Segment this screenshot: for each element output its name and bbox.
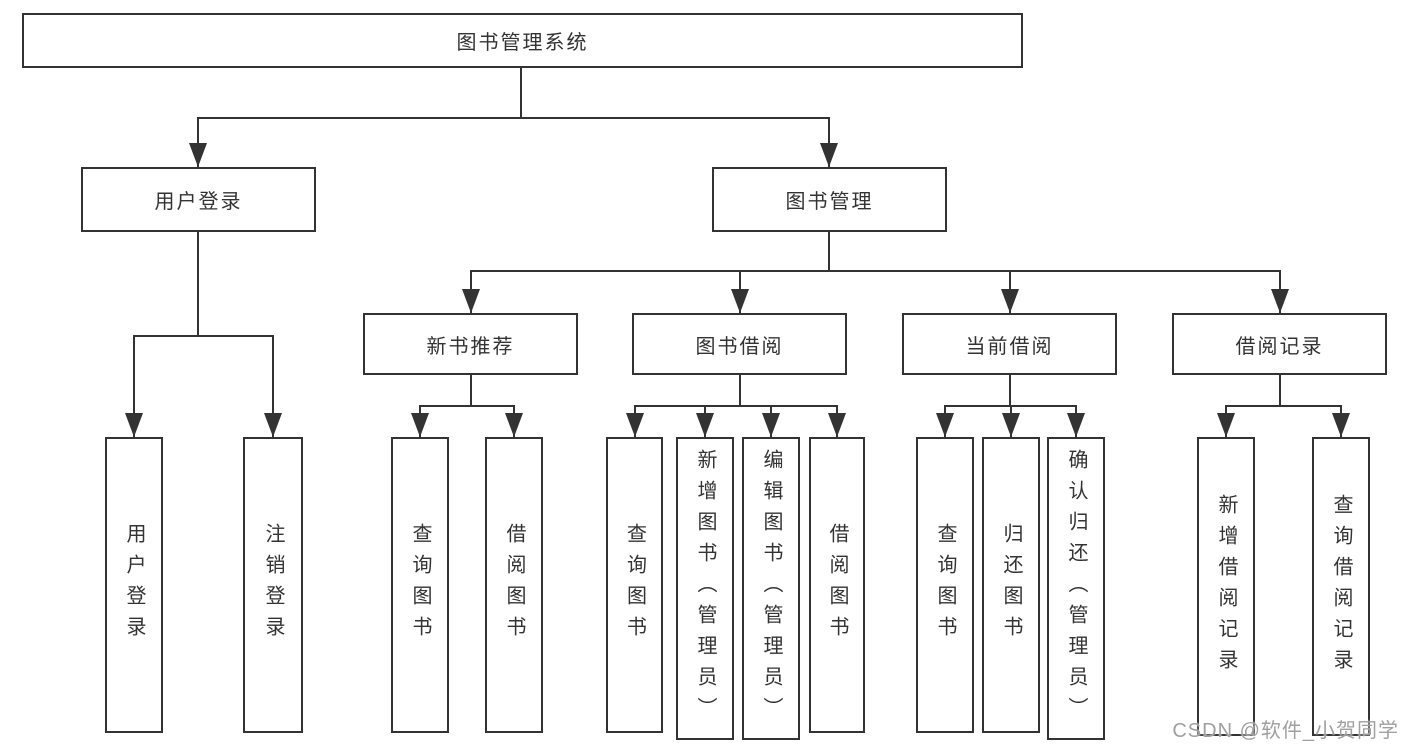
leaf-query-book-current: 查询图书 [916, 437, 974, 733]
leaf-add-borrow-record: 新增借阅记录 [1197, 437, 1255, 736]
arrow-down-icon [125, 413, 143, 437]
arrow-down-icon [1001, 289, 1019, 313]
leaf-return-book-label: 归还图书 [1000, 523, 1022, 647]
connector-recommend-stem [470, 375, 472, 407]
node-borrow-records: 借阅记录 [1172, 313, 1387, 375]
leaf-confirm-return-admin-label: 确认归还（管理员） [1065, 449, 1087, 728]
node-root: 图书管理系统 [22, 13, 1023, 68]
arrow-down-icon [626, 413, 644, 437]
arrow-down-icon [1217, 413, 1235, 437]
node-new-book-recommend-label: 新书推荐 [426, 335, 515, 358]
node-book-borrow: 图书借阅 [632, 313, 847, 375]
node-book-borrow-label: 图书借阅 [695, 335, 784, 358]
leaf-borrow-book-recommend-label: 借阅图书 [503, 523, 525, 647]
connector-records-rail [1225, 405, 1341, 407]
connector-current-stem [1009, 375, 1011, 407]
leaf-query-book-recommend-label: 查询图书 [409, 523, 431, 647]
leaf-borrow-book-recommend: 借阅图书 [485, 437, 543, 733]
arrow-down-icon [820, 143, 838, 167]
connector-borrow-rail [634, 405, 837, 407]
leaf-borrow-book-label: 借阅图书 [826, 523, 848, 647]
arrow-down-icon [828, 413, 846, 437]
node-user-login-label: 用户登录 [154, 191, 243, 213]
arrow-down-icon [1271, 289, 1289, 313]
arrow-down-icon [1067, 413, 1085, 437]
connector-level1-rail [197, 117, 830, 119]
node-book-management-label: 图书管理 [785, 191, 874, 213]
connector-stem [133, 335, 135, 437]
leaf-add-book-admin-label: 新增图书（管理员） [694, 449, 716, 728]
arrow-down-icon [1332, 413, 1350, 437]
leaf-add-book-admin: 新增图书（管理员） [676, 437, 734, 740]
watermark: CSDN @软件_小贺同学 [1172, 720, 1399, 742]
leaf-query-book-borrow-label: 查询图书 [623, 523, 646, 647]
leaf-query-book-current-label: 查询图书 [934, 523, 956, 647]
leaf-logout: 注销登录 [243, 437, 303, 733]
arrow-down-icon [505, 413, 523, 437]
arrow-down-icon [411, 413, 429, 437]
node-current-borrow-label: 当前借阅 [965, 335, 1054, 358]
node-current-borrow: 当前借阅 [902, 313, 1117, 375]
node-borrow-records-label: 借阅记录 [1235, 335, 1324, 358]
arrow-down-icon [936, 413, 954, 437]
leaf-edit-book-admin-label: 编辑图书（管理员） [760, 449, 782, 728]
connector-root-stem [520, 68, 522, 118]
arrow-down-icon [462, 289, 480, 313]
leaf-query-borrow-record-label: 查询借阅记录 [1330, 493, 1352, 680]
leaf-borrow-book: 借阅图书 [809, 437, 865, 733]
node-root-label: 图书管理系统 [456, 32, 589, 54]
connector-stem [272, 335, 274, 437]
leaf-query-book-recommend: 查询图书 [391, 437, 449, 733]
leaf-edit-book-admin: 编辑图书（管理员） [742, 437, 800, 740]
connector-level2-rail [470, 270, 1281, 272]
connector-recommend-rail [419, 405, 515, 407]
arrow-down-icon [1002, 413, 1020, 437]
connector-login-rail [133, 335, 274, 337]
leaf-user-login: 用户登录 [105, 437, 163, 733]
leaf-logout-label: 注销登录 [262, 523, 284, 647]
connector-borrow-stem [739, 375, 741, 407]
leaf-query-borrow-record: 查询借阅记录 [1312, 437, 1370, 736]
connector-stem [197, 117, 199, 167]
arrow-down-icon [731, 289, 749, 313]
arrow-down-icon [762, 413, 780, 437]
leaf-add-borrow-record-label: 新增借阅记录 [1215, 493, 1237, 680]
leaf-confirm-return-admin: 确认归还（管理员） [1047, 437, 1105, 740]
node-user-login: 用户登录 [81, 167, 316, 232]
leaf-user-login-label: 用户登录 [123, 523, 145, 647]
arrow-down-icon [696, 413, 714, 437]
connector-login-stem [197, 232, 199, 337]
arrow-down-icon [264, 413, 282, 437]
connector-stem [828, 117, 830, 167]
node-book-management: 图书管理 [712, 167, 947, 232]
connector-mgmt-stem [828, 232, 830, 272]
leaf-query-book-borrow: 查询图书 [606, 437, 663, 733]
leaf-return-book: 归还图书 [982, 437, 1040, 733]
node-new-book-recommend: 新书推荐 [363, 313, 578, 375]
connector-records-stem [1279, 375, 1281, 407]
arrow-down-icon [189, 143, 207, 167]
